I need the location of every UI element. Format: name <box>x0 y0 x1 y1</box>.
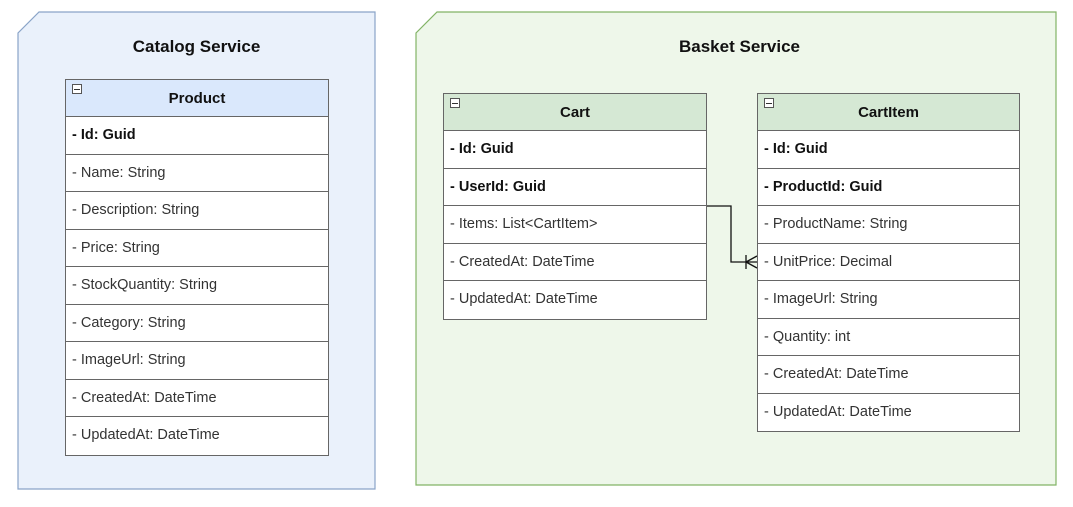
collapse-icon[interactable] <box>72 84 82 94</box>
field-row[interactable]: - CreatedAt: DateTime <box>66 380 328 417</box>
cartitem-entity-header[interactable]: CartItem <box>758 94 1019 131</box>
product-entity-header[interactable]: Product <box>66 80 328 117</box>
field-row[interactable]: - ImageUrl: String <box>758 281 1019 319</box>
field-row[interactable]: - Description: String <box>66 192 328 230</box>
field-row[interactable]: - Id: Guid <box>758 131 1019 169</box>
entity-title: CartItem <box>858 103 919 121</box>
field-row[interactable]: - CreatedAt: DateTime <box>758 356 1019 394</box>
field-row[interactable]: - UpdatedAt: DateTime <box>72 427 220 443</box>
entity-title: Product <box>168 89 226 107</box>
basket-service-title: Basket Service <box>679 37 800 56</box>
field-row[interactable]: - Id: Guid <box>66 117 328 155</box>
cart-items-to-cartitem-relationship[interactable] <box>706 205 758 269</box>
field-row[interactable]: - ProductName: String <box>758 206 1019 244</box>
field-row[interactable]: - Name: String <box>66 155 328 192</box>
field-row[interactable]: - Items: List<CartItem> <box>444 206 706 244</box>
field-row[interactable]: - CreatedAt: DateTime <box>444 244 706 281</box>
collapse-icon[interactable] <box>764 98 774 108</box>
cartitem-entity[interactable]: CartItem - Id: Guid - ProductId: Guid - … <box>757 93 1020 432</box>
field-row[interactable]: - Quantity: int <box>758 319 1019 356</box>
product-entity[interactable]: Product - Id: Guid - Name: String - Desc… <box>65 79 329 456</box>
catalog-service-title: Catalog Service <box>132 37 261 56</box>
field-row[interactable]: - Price: String <box>66 230 328 267</box>
entity-title: Cart <box>559 103 590 121</box>
collapse-icon[interactable] <box>450 98 460 108</box>
field-row[interactable]: - UpdatedAt: DateTime <box>450 291 598 307</box>
field-row[interactable]: - UserId: Guid <box>444 169 706 206</box>
field-row[interactable]: - ImageUrl: String <box>66 342 328 380</box>
cart-entity-header[interactable]: Cart <box>444 94 706 131</box>
field-row[interactable]: - Category: String <box>66 305 328 342</box>
field-row[interactable]: - StockQuantity: String <box>66 267 328 305</box>
field-row[interactable]: - UnitPrice: Decimal <box>758 244 1019 281</box>
field-row[interactable]: - Id: Guid <box>444 131 706 169</box>
field-row[interactable]: - UpdatedAt: DateTime <box>764 403 912 420</box>
cart-entity[interactable]: Cart - Id: Guid - UserId: Guid - Items: … <box>443 93 707 320</box>
field-row[interactable]: - ProductId: Guid <box>758 169 1019 206</box>
